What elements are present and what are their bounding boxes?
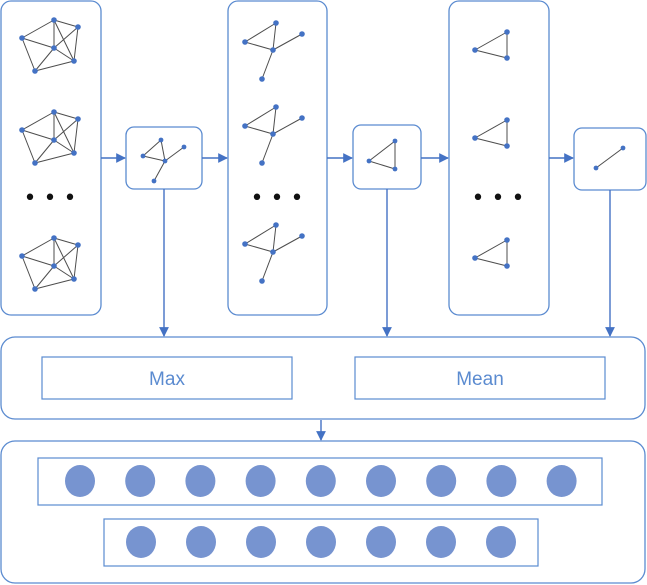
- mlp-layer-1-neuron-9: [546, 465, 577, 497]
- mlp-layer-2-neuron-2: [186, 526, 216, 558]
- coarsened-ellipsis-2: • • •: [472, 186, 525, 211]
- triangle-graph-3: [471, 236, 511, 270]
- mlp-layer-1-neuron-5: [305, 465, 336, 497]
- input-graphs-panel: [0, 0, 102, 316]
- max-pooling-box: [41, 356, 293, 400]
- coarsened-ellipsis-1: • • •: [251, 186, 304, 211]
- coarsened-graph-1: [241, 19, 306, 83]
- mlp-layer-1-neuron-2: [125, 465, 156, 497]
- coarsened-graphs-panel-1: [227, 0, 328, 316]
- coarsened-graph-3: [241, 221, 306, 285]
- pooled-graph-box-3: [573, 127, 647, 191]
- mlp-layer-1-neuron-7: [426, 465, 457, 497]
- mean-pooling-box: [354, 356, 606, 400]
- mlp-layer-2-neuron-3: [246, 526, 276, 558]
- mlp-layer-1-neuron-4: [245, 465, 276, 497]
- mlp-layer-2: [103, 518, 539, 567]
- coarsened-graph-2: [241, 103, 306, 167]
- mlp-layer-2-neuron-4: [306, 526, 336, 558]
- coarsened-graphs-panel-2: [448, 0, 550, 316]
- pooled-graph-2: [366, 138, 398, 172]
- mlp-layer-2-neuron-6: [426, 526, 456, 558]
- mlp-layer-1-neuron-3: [185, 465, 216, 497]
- mlp-panel: [0, 440, 646, 584]
- input-graph-1: [18, 16, 82, 75]
- pooled-graph-3: [593, 145, 626, 171]
- mlp-layer-2-neuron-1: [126, 526, 156, 558]
- pooled-graph-1: [140, 137, 187, 184]
- triangle-graph-2: [471, 116, 511, 150]
- input-graph-3: [18, 234, 82, 293]
- mean-pooling-label: Mean: [456, 369, 504, 390]
- pooled-graph-box-2: [352, 124, 422, 190]
- mlp-layer-2-nodes: [126, 526, 516, 558]
- mlp-layer-1-neuron-1: [65, 465, 95, 497]
- input-graph-2: [18, 108, 82, 167]
- mlp-layer-2-neuron-7: [486, 526, 516, 558]
- input-ellipsis: • • •: [24, 186, 77, 211]
- mlp-layer-1-neuron-6: [366, 465, 396, 497]
- mlp-layer-1-nodes: [65, 465, 577, 497]
- max-pooling-label: Max: [149, 369, 185, 390]
- mlp-layer-1-neuron-8: [486, 465, 517, 497]
- triangle-graph-1: [471, 28, 511, 62]
- mlp-layer-2-neuron-5: [366, 526, 396, 558]
- readout-panel: [0, 336, 646, 420]
- mlp-layer-1: [37, 457, 603, 506]
